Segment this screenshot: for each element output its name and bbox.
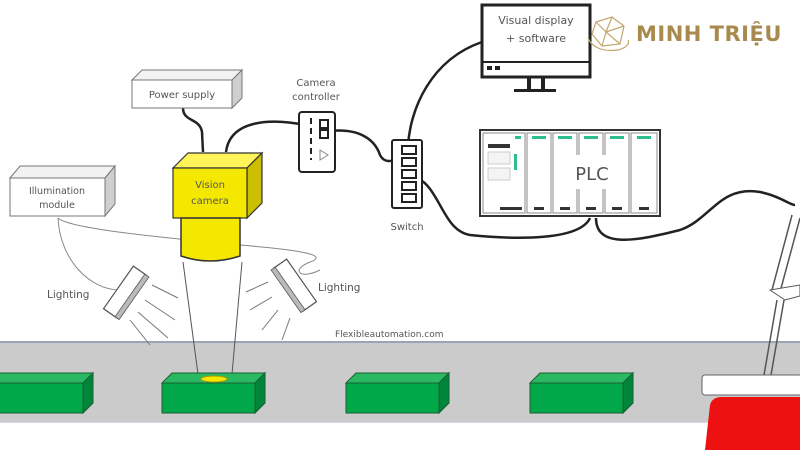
- gem-logo-icon: [587, 16, 630, 52]
- illumination-label-line1: Illumination: [29, 186, 85, 197]
- reject-mechanism: [701, 214, 800, 450]
- product-box: [160, 371, 267, 415]
- illumination-wires: [57, 217, 321, 291]
- display-label-line2: + software: [506, 32, 566, 45]
- switch-label: Switch: [390, 222, 423, 233]
- camera-field-of-view: [182, 261, 243, 375]
- power-supply-label: Power supply: [149, 90, 215, 101]
- camera-controller: Camera controller: [292, 78, 341, 173]
- conveyor-products: [0, 371, 635, 415]
- cables: [181, 40, 796, 241]
- product-box: [528, 371, 635, 415]
- network-switch: Switch: [390, 139, 424, 233]
- lighting-left-label: Lighting: [47, 289, 89, 301]
- visual-display-monitor: Visual display + software: [480, 3, 592, 92]
- illumination-label-line2: module: [39, 200, 75, 211]
- vision-camera: Vision camera: [171, 151, 264, 262]
- display-label-line1: Visual display: [498, 14, 574, 27]
- camera-controller-label-line2: controller: [292, 92, 341, 103]
- vision-camera-label-line1: Vision: [195, 180, 225, 191]
- product-box: [0, 371, 95, 415]
- lighting-left: Lighting: [47, 265, 179, 346]
- lighting-right-label: Lighting: [318, 282, 360, 294]
- product-box: [344, 371, 451, 415]
- illumination-module: Illumination module: [8, 164, 117, 218]
- vision-camera-label-line2: camera: [191, 196, 229, 207]
- brand-logo-text: MINH TRIỆU: [636, 22, 782, 46]
- plc-rack: PLC: [479, 129, 661, 217]
- lighting-right: Lighting: [245, 258, 360, 341]
- camera-controller-label-line1: Camera: [296, 78, 335, 89]
- plc-label: PLC: [575, 164, 608, 185]
- rejected-product: [705, 397, 800, 450]
- power-supply: Power supply: [130, 68, 244, 110]
- inspection-spot: [200, 375, 228, 383]
- watermark-text: Flexibleautomation.com: [335, 330, 444, 340]
